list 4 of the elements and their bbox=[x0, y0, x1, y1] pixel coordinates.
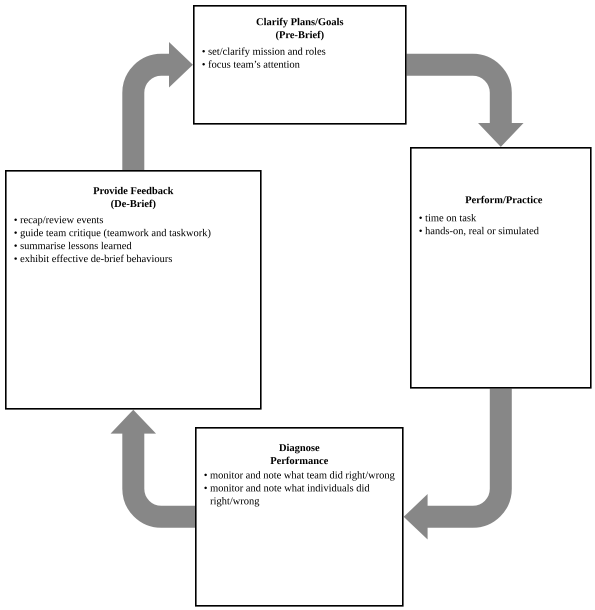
process-box: Provide Feedback (De-Brief) • recap/review events • guide team critique (teamwork and taskwork) • summarise lessons learned • exhibit effective de-brief behaviours bbox=[5, 170, 262, 410]
process-box: Clarify Plans/Goals (Pre-Brief) • set/clarify mission and roles • focus team’s attention bbox=[193, 5, 407, 125]
process-box: Perform/Practice • time on task • hands-on, real or simulated bbox=[410, 147, 592, 389]
process-box: Diagnose Performance • monitor and note what team did right/wrong • monitor and note what individuals did right/wrong bbox=[195, 427, 404, 607]
